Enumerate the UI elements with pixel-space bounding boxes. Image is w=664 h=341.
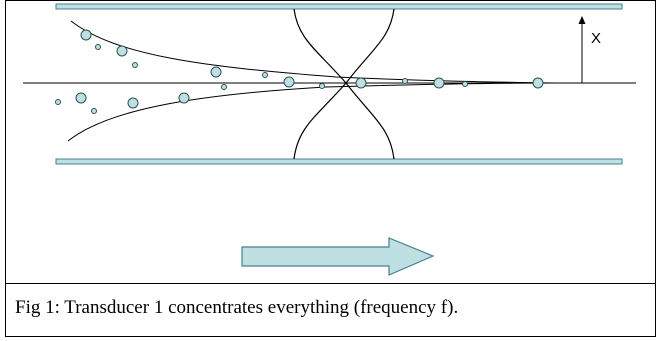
top-channel-wall [55, 3, 623, 10]
particle [91, 108, 97, 114]
particle [402, 78, 408, 84]
particle [95, 44, 101, 50]
particle [433, 77, 445, 89]
particle [210, 66, 222, 78]
particle [462, 81, 468, 87]
channel-diagram: X [23, 3, 636, 276]
particle [355, 77, 367, 89]
particle [80, 29, 92, 41]
particle [75, 92, 87, 104]
particle [283, 76, 295, 88]
right-arrow-icon [241, 237, 435, 276]
particles [55, 29, 544, 114]
up-arrowhead-icon [578, 16, 586, 24]
particle [532, 77, 544, 89]
particle [319, 83, 325, 89]
displacement-label: X [591, 30, 601, 47]
figure-caption: Fig 1: Transducer 1 concentrates everyth… [15, 297, 459, 318]
particle [132, 62, 138, 68]
particle [178, 92, 190, 104]
particle [116, 45, 128, 57]
standing-wave-node-right [345, 8, 395, 160]
figure-frame: X Fig 1: Transducer 1 concentrates every… [5, 0, 656, 337]
particle [262, 72, 268, 78]
particle [221, 84, 227, 90]
upper-particle-trajectory [70, 20, 557, 84]
particle [55, 99, 61, 105]
lower-particle-trajectory [67, 82, 557, 142]
particle [127, 97, 139, 109]
bottom-channel-wall [55, 158, 623, 165]
caption-box: Fig 1: Transducer 1 concentrates everyth… [6, 283, 655, 336]
displacement-marker: X [578, 16, 601, 83]
